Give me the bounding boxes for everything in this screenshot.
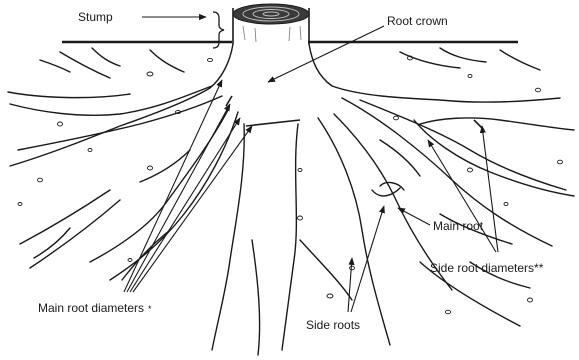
side-roots-arrow-1: [348, 258, 352, 312]
side-root-diameters-label: Side root diameters**: [430, 261, 544, 275]
stump-icon: [233, 4, 309, 44]
main-diameters-arrow-2: [127, 104, 230, 292]
main-root-diameters-asterisk: *: [148, 304, 152, 314]
main-diameters-arrow-4: [133, 126, 252, 292]
root-crown-label: Root crown: [387, 14, 448, 28]
main-root-arrow: [398, 208, 430, 225]
main-root-diameters-text: Main root diameters: [38, 301, 144, 315]
main-diameters-arrow-3: [130, 118, 240, 292]
main-root-label: Main root: [433, 219, 484, 233]
side-roots-arrow-2: [351, 206, 384, 312]
main-root-diameters-label: Main root diameters *: [38, 301, 152, 315]
main-diameters-arrow-1: [124, 80, 222, 292]
side-roots-label: Side roots: [306, 318, 360, 332]
root-crown-arrow: [268, 26, 384, 82]
stump-label: Stump: [78, 10, 113, 24]
soil-pebbles: [18, 56, 563, 314]
